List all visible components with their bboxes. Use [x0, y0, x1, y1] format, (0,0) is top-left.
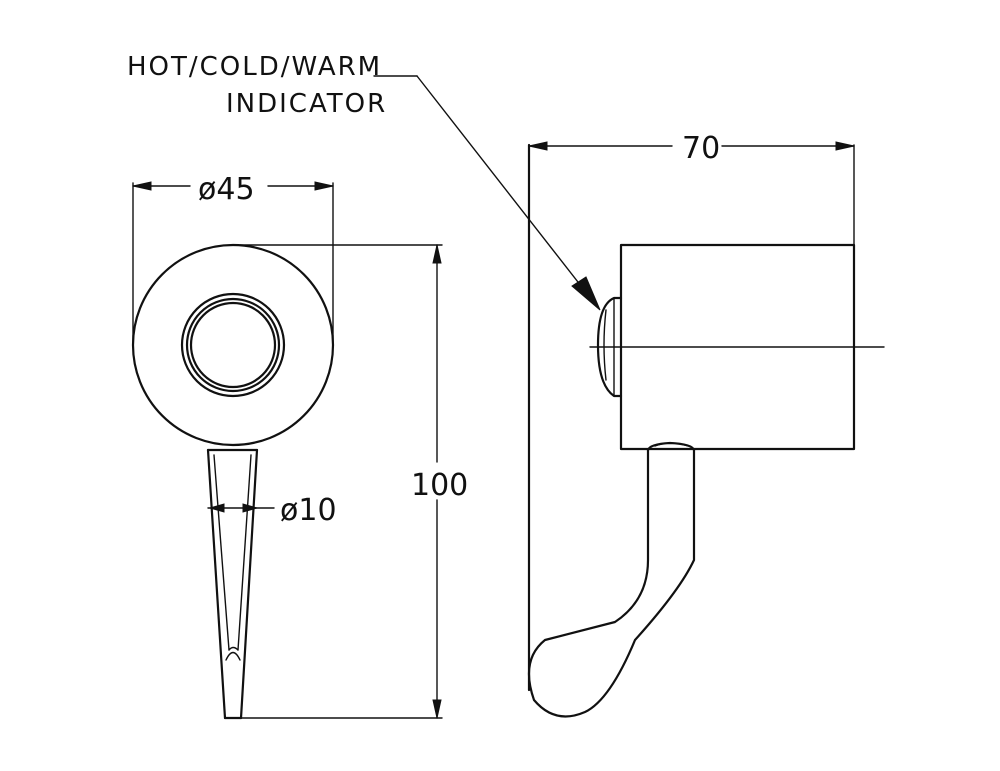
front-view: ø45 ø10 100	[131, 172, 468, 720]
front-lever	[206, 448, 259, 720]
handle-body-outline	[131, 243, 335, 447]
indicator-inner-ring	[189, 301, 277, 389]
dim-lever-diameter-label: ø10	[280, 493, 337, 528]
side-view: 70	[527, 131, 885, 718]
indicator-middle-ring	[185, 297, 281, 393]
dim-width-front-label: ø45	[198, 172, 255, 207]
callout-line-1: HOT/COLD/WARM	[127, 52, 382, 82]
dim-height-label: 100	[411, 468, 468, 503]
dim-width-front: ø45	[132, 172, 334, 346]
indicator-callout: HOT/COLD/WARM INDICATOR	[127, 52, 601, 311]
dim-lever-diameter: ø10	[207, 493, 337, 528]
dim-depth-side: 70	[528, 131, 855, 246]
dim-height: 100	[239, 244, 468, 719]
indicator-outer-ring	[180, 292, 286, 398]
callout-line-2: INDICATOR	[226, 89, 387, 119]
side-lever	[527, 441, 696, 718]
dim-depth-side-label: 70	[682, 131, 720, 166]
